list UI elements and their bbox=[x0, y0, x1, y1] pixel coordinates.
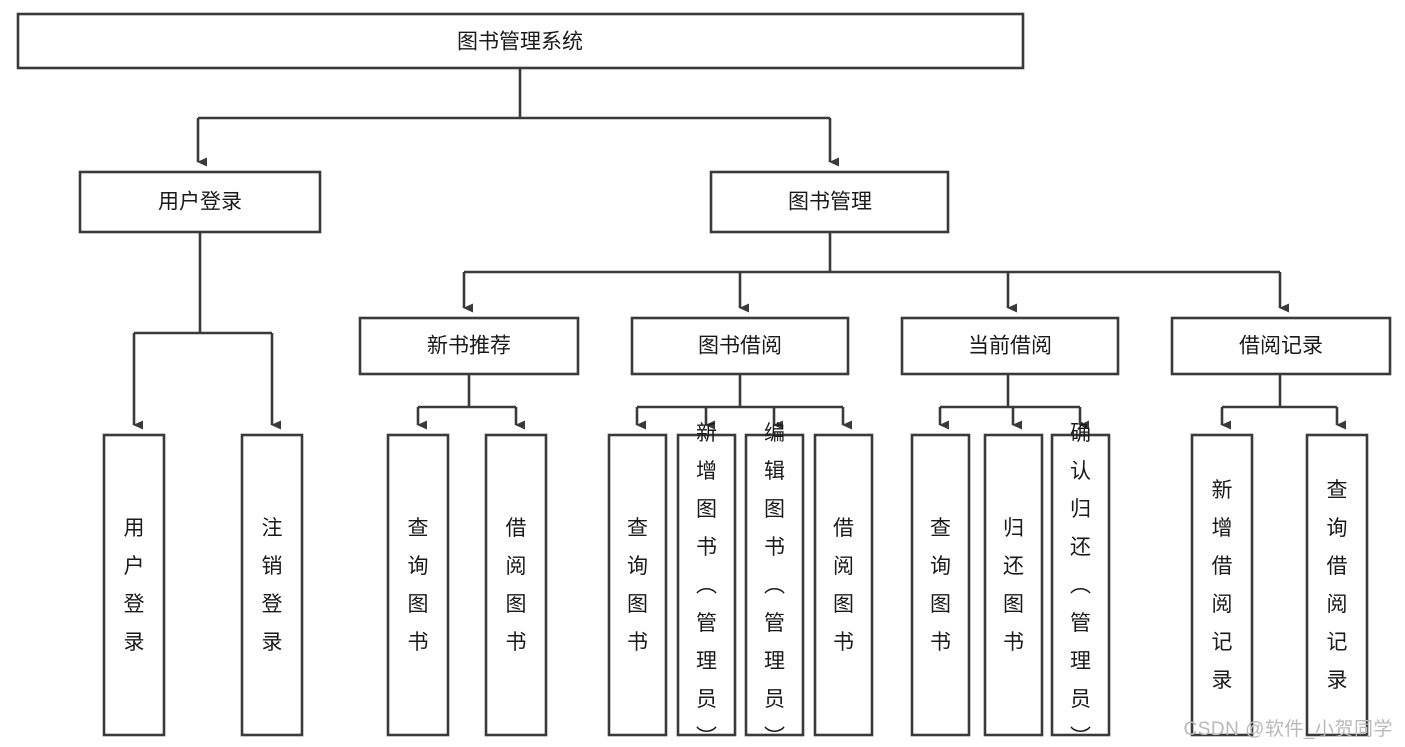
node-leaf-borrow-book-1-label: 借阅图书 bbox=[506, 517, 527, 654]
node-borrow-record-label: 借阅记录 bbox=[1239, 335, 1323, 358]
node-leaf-query-book-2-box[interactable] bbox=[607, 433, 668, 737]
node-book-manage[interactable]: 图书管理 bbox=[709, 170, 950, 234]
node-leaf-logout-box[interactable] bbox=[240, 433, 304, 737]
node-leaf-query-book-3-label: 查询图书 bbox=[930, 517, 951, 654]
connector-group-user-login bbox=[132, 232, 281, 430]
connector-group-borrow-record bbox=[1220, 374, 1346, 430]
node-leaf-query-book-2[interactable]: 查询图书 bbox=[607, 433, 668, 737]
csdn-watermark: CSDN @软件_小贺同学 bbox=[1183, 719, 1393, 740]
node-leaf-logout-label: 注销登录 bbox=[262, 517, 283, 654]
node-leaf-confirm-return[interactable]: 确认归还︵管理员︶ bbox=[1050, 422, 1111, 747]
node-book-borrow[interactable]: 图书借阅 bbox=[630, 316, 850, 376]
node-leaf-return-book-label: 归还图书 bbox=[1003, 517, 1024, 654]
node-root-label: 图书管理系统 bbox=[457, 31, 583, 54]
node-leaf-user-login-box[interactable] bbox=[102, 433, 166, 737]
node-book-manage-label: 图书管理 bbox=[788, 191, 872, 214]
node-leaf-query-record-label: 查询借阅记录 bbox=[1327, 479, 1348, 692]
node-new-book-recommend[interactable]: 新书推荐 bbox=[358, 316, 580, 376]
connector-group-book-borrow bbox=[635, 374, 852, 430]
node-new-book-recommend-box[interactable] bbox=[358, 316, 580, 376]
node-leaf-borrow-book-2-box[interactable] bbox=[813, 433, 874, 737]
node-current-borrow-label: 当前借阅 bbox=[968, 335, 1052, 358]
node-borrow-record-box[interactable] bbox=[1170, 316, 1392, 376]
connector-group-current-borrow bbox=[938, 374, 1089, 430]
node-leaf-add-book-label: 新增图书︵管理员︶ bbox=[696, 422, 717, 747]
node-user-login-label: 用户登录 bbox=[158, 191, 242, 214]
node-leaf-query-book-1[interactable]: 查询图书 bbox=[386, 433, 450, 737]
node-new-book-recommend-label: 新书推荐 bbox=[427, 335, 511, 358]
node-leaf-return-book-box[interactable] bbox=[983, 433, 1044, 737]
node-root-box[interactable] bbox=[16, 12, 1025, 70]
node-leaf-edit-book-label: 编辑图书︵管理员︶ bbox=[764, 422, 785, 747]
node-leaf-query-record[interactable]: 查询借阅记录 bbox=[1305, 433, 1369, 737]
node-user-login-box[interactable] bbox=[78, 170, 322, 234]
node-leaf-edit-book-box[interactable] bbox=[744, 433, 805, 737]
connector-group-root bbox=[196, 68, 839, 167]
node-leaf-query-book-1-label: 查询图书 bbox=[408, 517, 429, 654]
node-leaf-confirm-return-label: 确认归还︵管理员︶ bbox=[1070, 422, 1091, 747]
node-leaf-borrow-book-2[interactable]: 借阅图书 bbox=[813, 433, 874, 737]
node-leaf-query-book-2-label: 查询图书 bbox=[627, 517, 648, 654]
node-book-borrow-box[interactable] bbox=[630, 316, 850, 376]
leaf-node-layer: 用户登录 注销登录 查询图书 借阅图书 查询图书 新增图书︵管理员︶ 编辑图书︵管理员︶ 借阅… bbox=[102, 422, 1369, 747]
node-leaf-add-record[interactable]: 新增借阅记录 bbox=[1190, 433, 1254, 737]
node-user-login[interactable]: 用户登录 bbox=[78, 170, 322, 234]
node-root[interactable]: 图书管理系统 bbox=[16, 12, 1025, 70]
node-book-manage-box[interactable] bbox=[709, 170, 950, 234]
node-leaf-query-book-3[interactable]: 查询图书 bbox=[910, 433, 971, 737]
node-current-borrow-box[interactable] bbox=[900, 316, 1120, 376]
node-leaf-add-record-label: 新增借阅记录 bbox=[1212, 479, 1233, 692]
node-leaf-add-book[interactable]: 新增图书︵管理员︶ bbox=[676, 422, 737, 747]
node-leaf-query-record-box[interactable] bbox=[1305, 433, 1369, 737]
node-leaf-borrow-book-1-box[interactable] bbox=[484, 433, 548, 737]
connector-group-book-manage bbox=[462, 232, 1289, 313]
node-leaf-user-login[interactable]: 用户登录 bbox=[102, 433, 166, 737]
node-leaf-query-book-3-box[interactable] bbox=[910, 433, 971, 737]
node-borrow-record[interactable]: 借阅记录 bbox=[1170, 316, 1392, 376]
node-leaf-borrow-book-2-label: 借阅图书 bbox=[833, 517, 854, 654]
node-leaf-query-book-1-box[interactable] bbox=[386, 433, 450, 737]
node-leaf-user-login-label: 用户登录 bbox=[124, 517, 145, 654]
node-leaf-return-book[interactable]: 归还图书 bbox=[983, 433, 1044, 737]
node-book-borrow-label: 图书借阅 bbox=[698, 335, 782, 358]
node-current-borrow[interactable]: 当前借阅 bbox=[900, 316, 1120, 376]
node-leaf-logout[interactable]: 注销登录 bbox=[240, 433, 304, 737]
node-leaf-add-book-box[interactable] bbox=[676, 433, 737, 737]
node-leaf-confirm-return-box[interactable] bbox=[1050, 433, 1111, 737]
connector-group-new-book-recommend bbox=[416, 374, 525, 430]
node-leaf-add-record-box[interactable] bbox=[1190, 433, 1254, 737]
node-leaf-edit-book[interactable]: 编辑图书︵管理员︶ bbox=[744, 422, 805, 747]
node-leaf-borrow-book-1[interactable]: 借阅图书 bbox=[484, 433, 548, 737]
